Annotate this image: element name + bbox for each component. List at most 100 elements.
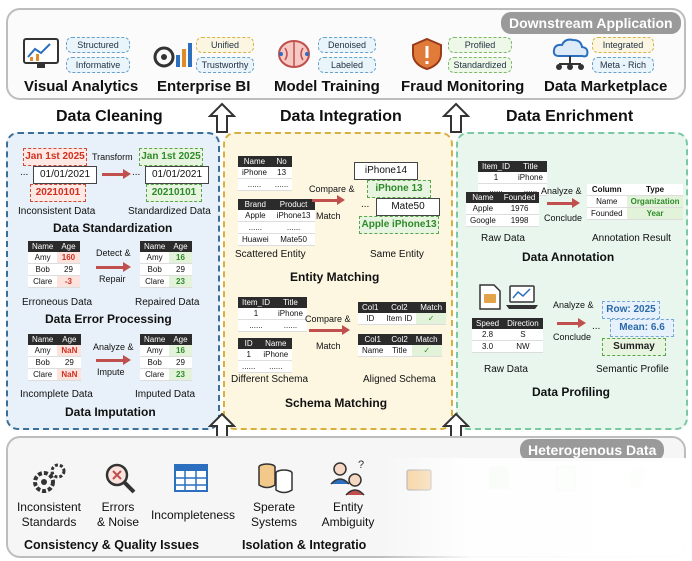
cell: iPhone: [259, 349, 293, 361]
ann-left-caption: Raw Data: [481, 233, 525, 244]
cell: Amy: [28, 252, 58, 264]
col-header: Brand: [238, 199, 273, 210]
source-label-incompleteness: Incompleteness: [150, 508, 236, 522]
col-header: Name: [466, 192, 500, 203]
cell: Apple: [238, 210, 273, 222]
cell: 3.0: [472, 340, 504, 353]
cell: ......: [238, 178, 271, 191]
col-header: Col2: [387, 334, 412, 345]
col-header: Age: [57, 241, 80, 252]
col-header: Name: [259, 338, 293, 349]
check-icon: ✓: [411, 345, 442, 357]
app-enterprise-bi: Enterprise BI: [157, 78, 251, 95]
cell: ......: [238, 319, 275, 332]
imp-action-2: Impute: [97, 367, 125, 377]
cell: Organization: [626, 195, 684, 208]
std-before-3: 20210101: [30, 184, 86, 202]
cell: 29: [169, 356, 192, 369]
std-before-2: 01/01/2021: [33, 166, 97, 184]
cell: ......: [270, 178, 293, 191]
col-header: Name: [28, 334, 58, 345]
std-title: Data Standardization: [53, 221, 173, 235]
prof-action-1: Analyze &: [553, 300, 594, 310]
group-title-quality: Consistency & Quality Issues: [24, 538, 200, 552]
col-header: Match: [411, 334, 442, 345]
prof-title: Data Profiling: [532, 385, 611, 399]
ann-action-2: Conclude: [544, 213, 583, 223]
col-header: Item_ID: [478, 161, 515, 172]
table-grid-icon: [174, 464, 208, 492]
bi-gear-chart-icon: [153, 43, 192, 68]
col-header: Col1: [358, 302, 383, 313]
cell: 13: [270, 167, 293, 179]
ann-right-caption: Annotation Result: [592, 233, 671, 244]
cell: Founded: [587, 207, 627, 220]
brain-icon: [278, 40, 310, 68]
err-title: Data Error Processing: [45, 312, 172, 326]
cell: Bob: [140, 263, 170, 276]
col-header: Col2: [382, 302, 417, 313]
check-icon: ✓: [416, 313, 447, 325]
cell: Title: [387, 345, 412, 357]
people-question-icon: ?: [330, 459, 365, 496]
database-icon: [258, 463, 293, 494]
ent-result-1: iPhone14: [354, 162, 418, 180]
imp-arrow-icon: [96, 355, 131, 365]
app-data-marketplace: Data Marketplace: [544, 78, 668, 95]
laptop-icon: [506, 285, 538, 309]
cell: 1: [238, 349, 260, 361]
cell: S: [503, 329, 543, 341]
cell: NaN: [57, 345, 82, 357]
up-arrow-icon: [442, 102, 470, 133]
col-header: No: [270, 156, 293, 167]
col-header: Direction: [503, 318, 543, 329]
col-header: Name: [140, 334, 170, 345]
cell: 1976: [499, 203, 540, 215]
std-left-caption: Inconsistent Data: [18, 206, 96, 217]
sch-left-caption: Different Schema: [231, 374, 309, 385]
col-header: Name: [238, 156, 271, 167]
std-arrow-icon: [102, 169, 131, 179]
prof-left-caption: Raw Data: [484, 364, 528, 375]
ent-result-2: iPhone 13: [367, 180, 431, 198]
section-title-enrichment: Data Enrichment: [506, 108, 634, 125]
cell: Amy: [28, 345, 58, 357]
cell: 2.8: [472, 329, 504, 341]
app-tag-meta-rich: Meta - Rich: [592, 57, 654, 73]
cell: 16: [169, 252, 192, 264]
prof-right-caption: Semantic Profile: [596, 364, 669, 375]
prof-action-2: Conclude: [553, 332, 592, 342]
cell: iPhone: [514, 172, 547, 184]
cell: Year: [626, 207, 684, 220]
cell: Name: [358, 345, 388, 357]
app-tag-labeled: Labeled: [318, 57, 376, 73]
app-tag-trustworthy: Trustworthy: [196, 57, 254, 73]
cell: ......: [272, 221, 315, 234]
app-tag-profiled: Profiled: [448, 37, 512, 53]
app-tag-standardized: Standardized: [448, 57, 512, 73]
sch-title: Schema Matching: [285, 396, 388, 410]
cell: Item ID: [382, 313, 417, 325]
col-header: Speed: [472, 318, 504, 329]
svg-text:?: ?: [358, 459, 364, 471]
ent-result-3: Mate50: [376, 198, 440, 216]
fade-overlay: [380, 458, 686, 558]
ent-action-1: Compare &: [309, 184, 355, 194]
std-dots-left: ...: [20, 167, 29, 178]
prof-row-badge: Row: 2025: [602, 301, 660, 319]
err-left-caption: Erroneous Data: [22, 297, 93, 308]
cell: 23: [169, 275, 192, 288]
cell: Clare: [28, 275, 58, 288]
std-after-2: 01/01/2021: [145, 166, 209, 184]
col-header: Type: [626, 184, 684, 196]
col-header: Title: [514, 161, 547, 172]
col-header: Column: [587, 184, 627, 196]
cell: 23: [169, 368, 192, 381]
